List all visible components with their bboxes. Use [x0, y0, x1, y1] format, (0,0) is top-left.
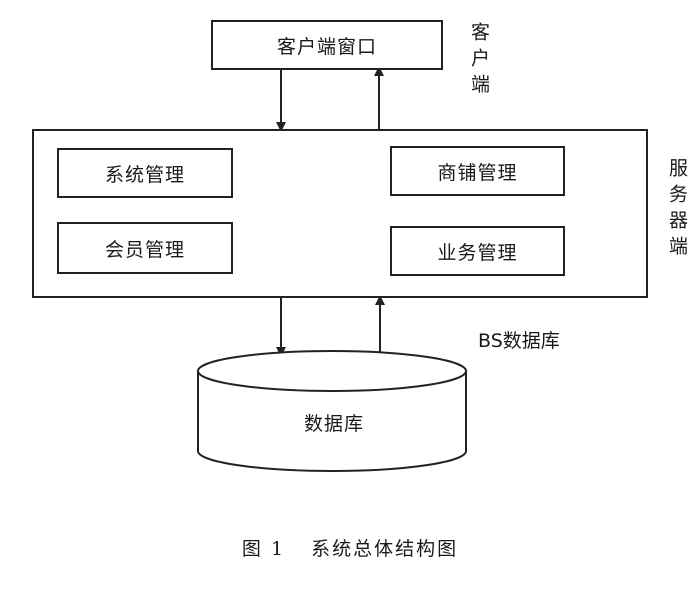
- database-cylinder: [197, 350, 467, 472]
- figure-title: 系统总体结构图: [311, 538, 459, 560]
- module-member-management: 会员管理: [57, 222, 233, 274]
- module-member-label: 会员管理: [104, 238, 185, 261]
- client-side-label: 客户端: [468, 22, 490, 100]
- database-label: 数据库: [304, 413, 365, 435]
- module-shop-label: 商铺管理: [437, 161, 518, 184]
- client-window-label: 客户端窗口: [276, 35, 377, 58]
- module-business-label: 业务管理: [437, 241, 518, 264]
- module-system-management: 系统管理: [57, 148, 233, 198]
- figure-number: 图 1: [241, 538, 286, 560]
- module-shop-management: 商铺管理: [390, 146, 565, 196]
- bs-database-label: BS数据库: [478, 330, 560, 352]
- module-system-label: 系统管理: [104, 163, 185, 186]
- client-window-box: 客户端窗口: [211, 20, 443, 70]
- server-side-label: 服务器端: [666, 158, 688, 262]
- figure-caption: 图 1 系统总体结构图: [0, 534, 700, 561]
- module-business-management: 业务管理: [390, 226, 565, 276]
